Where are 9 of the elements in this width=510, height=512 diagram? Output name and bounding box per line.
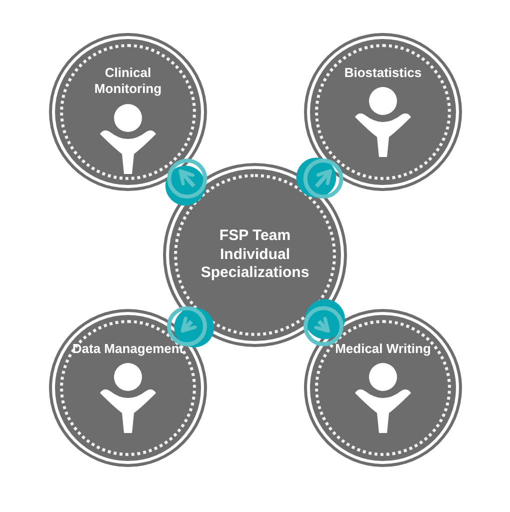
arrow [180,316,197,333]
specialization-label: Data Management [72,341,184,358]
center-title: FSP Team Individual Specializations [200,226,310,284]
arrow [314,169,332,188]
specialization-label: Biostatistics [344,65,422,82]
arrow [178,169,196,188]
specialization-label: Medical Writing [335,341,431,358]
arrow [314,316,330,333]
specialization-label: Clinical Monitoring [93,65,163,98]
